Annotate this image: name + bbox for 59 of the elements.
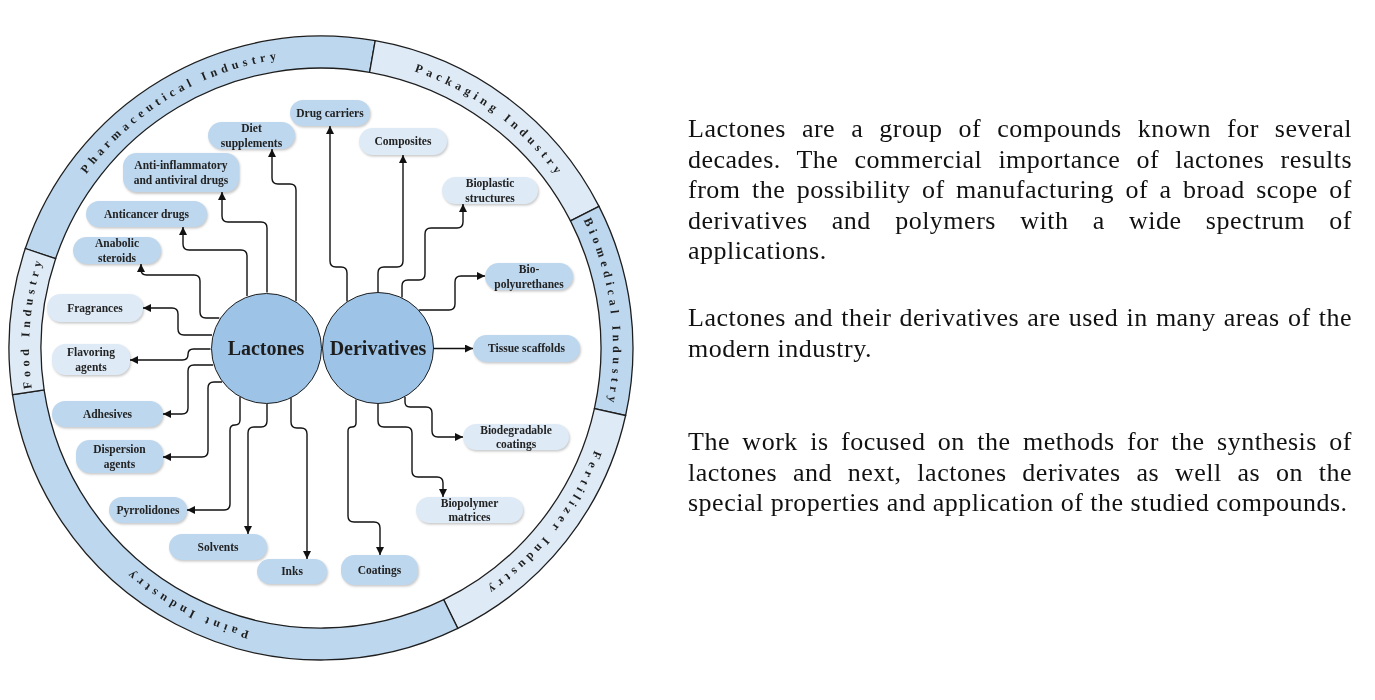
application-label: Biodegradable coatings: [479, 422, 552, 452]
connector-arrow: [186, 396, 241, 514]
paragraph: The work is focused on the methods for the synthesis of lactones and next, lactones derivates as well as on the special properties and application of the studied compounds.: [688, 427, 1352, 519]
application-label: Bioplastic structures: [464, 176, 516, 205]
application-pill: [109, 497, 187, 523]
connector-arrow: [347, 398, 384, 556]
connector-arrow: [377, 403, 447, 498]
application-label: Pyrrolidones: [116, 502, 180, 518]
application-pill: [169, 534, 267, 560]
application-pill: [341, 555, 418, 585]
connector-arrow: [218, 191, 268, 294]
application-pill: [52, 344, 130, 375]
connector-arrow: [326, 125, 348, 303]
application-label: Diet supplements: [219, 121, 284, 150]
connector-arrow: [129, 348, 212, 364]
connector-arrow: [179, 226, 248, 297]
application-label: Solvents: [197, 539, 239, 555]
application-pill: [47, 294, 143, 322]
hub-label: Lactones: [227, 337, 305, 359]
connector-arrow: [290, 396, 311, 560]
application-label: Tissue scaffolds: [488, 341, 565, 356]
application-label: Adhesives: [82, 406, 133, 422]
application-pill: [473, 335, 580, 362]
application-pill: [208, 122, 295, 149]
connector-arrow: [433, 344, 474, 353]
application-label: Anticancer drugs: [103, 206, 190, 222]
application-pill: [485, 263, 573, 290]
connector-arrow: [162, 364, 214, 418]
application-label: Inks: [281, 564, 303, 579]
application-label: Anabolic steroids: [93, 236, 141, 265]
connector-arrow: [404, 396, 464, 441]
connector-arrow: [244, 402, 268, 535]
paragraph: Lactones and their derivatives are used in many areas of the modern industry.: [688, 303, 1352, 364]
application-label: Dispersion agents: [92, 442, 147, 471]
application-label: Biopolymer matrices: [439, 495, 500, 525]
connector-arrow: [268, 148, 297, 302]
application-pill: [442, 177, 538, 204]
application-pill: [463, 424, 569, 450]
connector-arrow: [162, 381, 223, 461]
application-label: Drug carriers: [296, 105, 364, 121]
connector-arrow: [401, 203, 467, 299]
connector-arrow: [142, 304, 213, 336]
application-label: Bio-polyurethanes: [493, 262, 565, 291]
ring-segment: [8, 247, 57, 396]
application-pill: [86, 201, 207, 227]
application-label: Coatings: [357, 562, 402, 578]
paragraph: Lactones are a group of compounds known for several decades. The commercial importance of lactones results from the possibility of manufacturing of a broad scope of derivatives and polymers with a wide spectrum of applications.: [688, 114, 1352, 267]
ring-segment: [24, 35, 376, 260]
application-pill: [52, 401, 163, 427]
connector-arrow: [377, 154, 407, 293]
hub-label: Derivatives: [329, 337, 427, 359]
connector-arrow: [418, 272, 486, 311]
application-label: Flavoring agents: [66, 345, 116, 374]
application-pill: [73, 237, 161, 264]
application-pill: [76, 440, 163, 473]
connector-arrow: [137, 263, 220, 319]
application-pill: [257, 559, 327, 584]
application-label: Fragrances: [67, 300, 123, 316]
application-pill: [290, 100, 370, 126]
